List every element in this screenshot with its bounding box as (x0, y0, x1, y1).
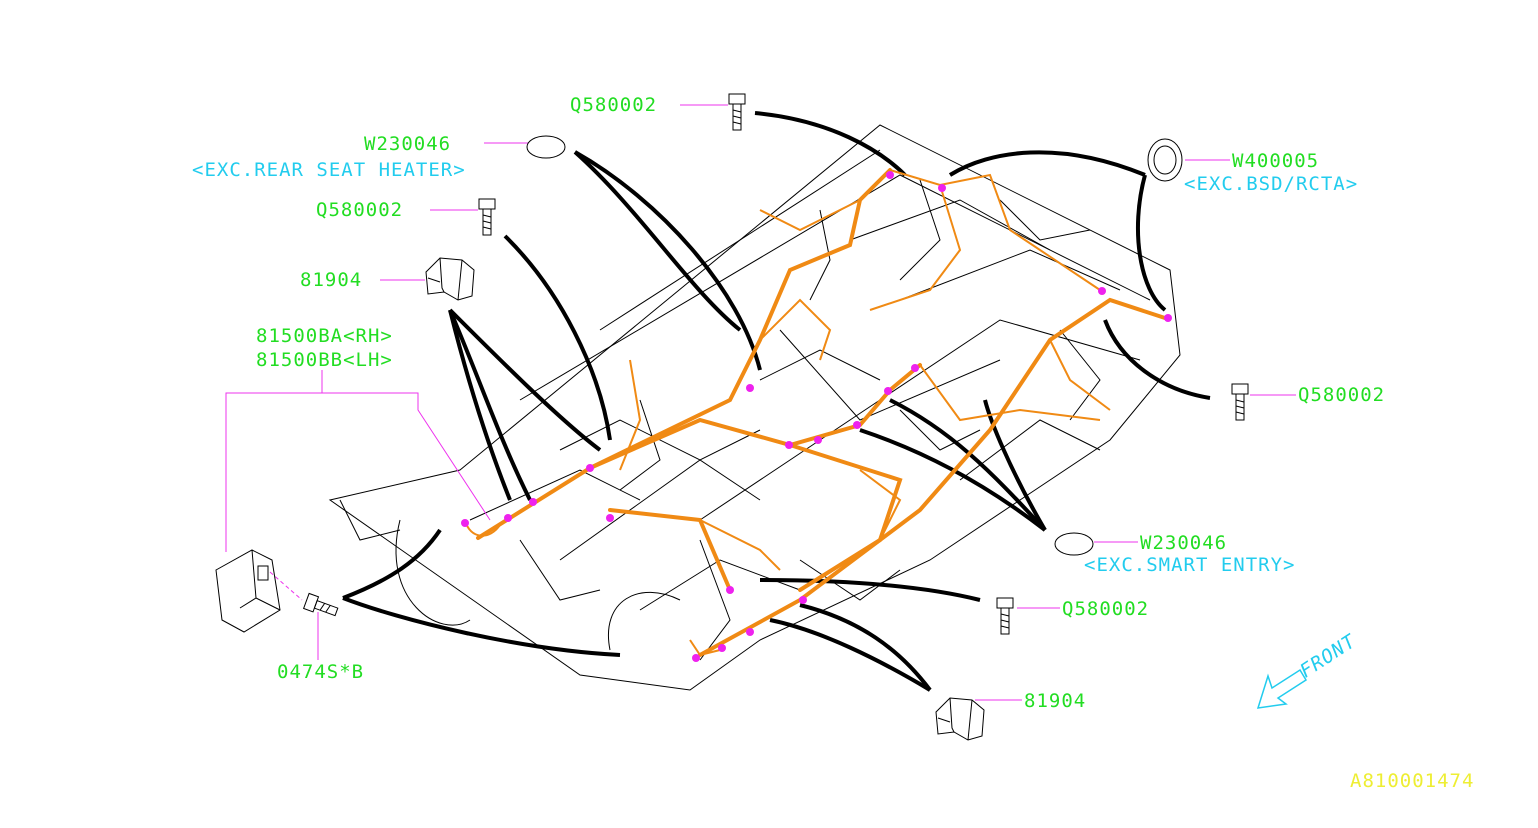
callout-q580002-bottom: Q580002 (1062, 598, 1150, 620)
callout-q580002-top: Q580002 (570, 94, 658, 116)
bolt-icon (728, 93, 746, 131)
note-exc-bsd-rcta: <EXC.BSD/RCTA> (1184, 173, 1359, 195)
clip-icon (425, 257, 475, 301)
clip-dots (461, 171, 1172, 662)
callout-w400005: W400005 (1232, 150, 1320, 172)
front-arrow-icon (1256, 668, 1308, 709)
grommet-icon (1147, 138, 1183, 182)
callout-w230046-top: W230046 (364, 133, 452, 155)
callout-w230046-bottom: W230046 (1140, 532, 1228, 554)
callout-q580002-left: Q580002 (316, 199, 404, 221)
grommet-icon (1054, 532, 1094, 556)
drawing-id: A810001474 (1350, 770, 1475, 792)
bolt-icon (996, 597, 1014, 635)
grommet-icon (526, 135, 566, 159)
vehicle-body-outline (328, 124, 1181, 691)
clip-icon (935, 697, 985, 741)
wire-harness-branches (464, 169, 1111, 657)
callout-81500ba: 81500BA<RH> (256, 325, 393, 347)
callout-81904-left: 81904 (300, 269, 363, 291)
note-exc-rear-seat-heater: <EXC.REAR SEAT HEATER> (192, 159, 466, 181)
bolt-icon (302, 592, 339, 617)
callout-81500bb: 81500BB<LH> (256, 349, 393, 371)
note-exc-smart-entry: <EXC.SMART ENTRY> (1084, 554, 1296, 576)
callout-81904-bottom: 81904 (1024, 690, 1087, 712)
relay-bracket-icon (215, 549, 281, 633)
callout-q580002-right: Q580002 (1298, 384, 1386, 406)
callout-leaders (225, 104, 1296, 701)
bolt-icon (1231, 383, 1249, 421)
leader-arcs (342, 111, 1211, 692)
wire-harness (476, 168, 1167, 657)
bolt-icon (478, 198, 496, 236)
callout-0474s-b: 0474S*B (277, 661, 365, 683)
